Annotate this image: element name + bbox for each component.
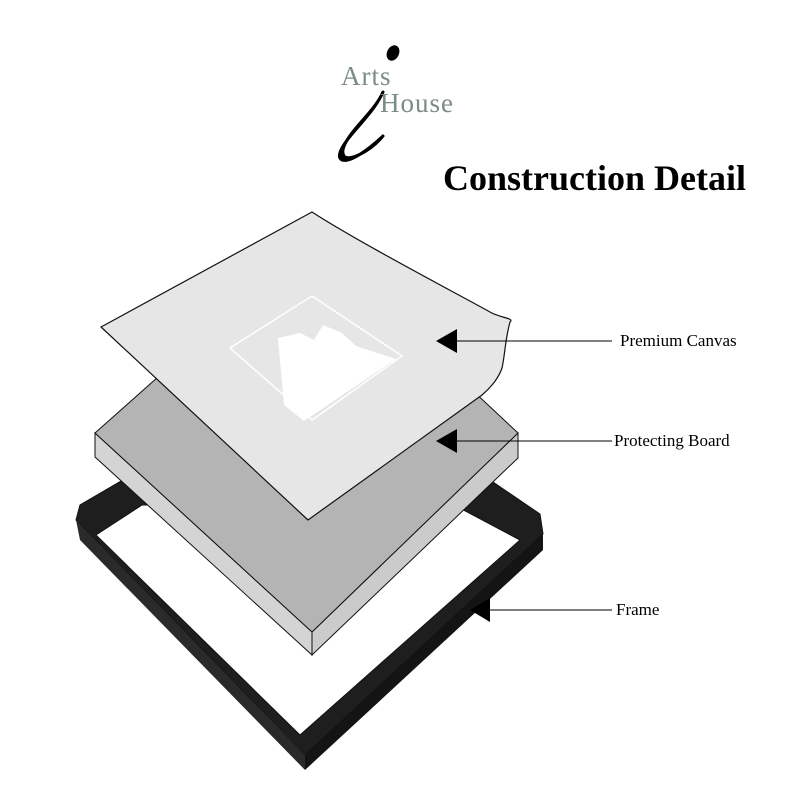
arts-house-logo: Arts House	[337, 45, 454, 162]
callout-protecting-board: Protecting Board	[436, 429, 730, 453]
page-title: Construction Detail	[443, 158, 746, 198]
label-frame: Frame	[616, 600, 659, 619]
logo-i-dot	[386, 45, 400, 61]
callout-premium-canvas: Premium Canvas	[436, 329, 737, 353]
callout-frame: Frame	[470, 598, 659, 622]
frame-layer	[75, 469, 544, 770]
canvas-layer	[100, 211, 512, 521]
arrow-left-icon	[436, 329, 457, 353]
label-protecting-board: Protecting Board	[614, 431, 730, 450]
frame-side-left	[76, 520, 305, 770]
label-premium-canvas: Premium Canvas	[620, 331, 737, 350]
logo-word-house: House	[380, 88, 454, 118]
arrow-left-icon	[470, 598, 490, 622]
logo-i-stroke	[337, 90, 385, 162]
logo-word-arts: Arts	[341, 61, 392, 91]
mountain-icon	[278, 325, 396, 421]
frame-side-right	[305, 534, 543, 770]
arrow-left-icon	[436, 429, 457, 453]
